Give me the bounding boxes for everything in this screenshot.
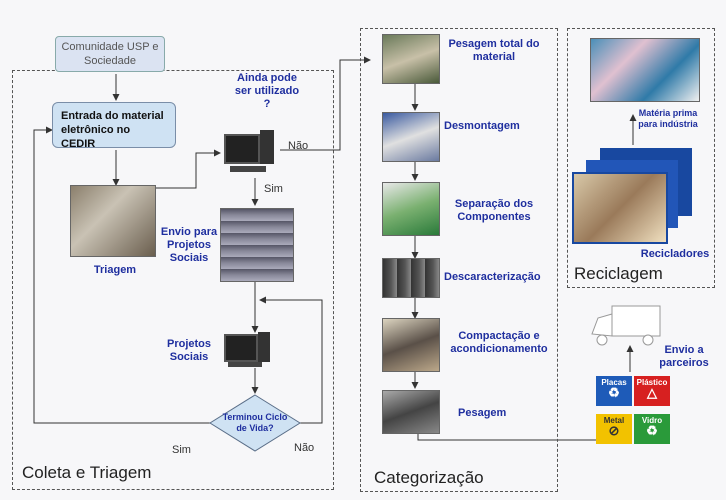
step-desmontagem: Desmontagem (444, 120, 520, 132)
materia-prima-photo (590, 38, 700, 102)
step-pesagem-total: Pesagem total do material (448, 38, 540, 63)
label-nao-top: Não (288, 140, 309, 152)
region-label-categorizacao: Categorização (374, 468, 484, 487)
reciclagem-region (567, 28, 715, 288)
step-pesagem: Pesagem (458, 407, 507, 419)
computer-icon-projects (222, 332, 278, 372)
step-descaracterizacao: Descaracterização (444, 271, 541, 283)
bin-plastico-icon: Plástico△ (634, 376, 670, 406)
recicladores-photo (572, 172, 668, 244)
entry-box: Entrada do material eletrônico no CEDIR (52, 102, 176, 150)
separacao-photo (382, 182, 440, 236)
projetos-sociais-photo (220, 208, 294, 282)
label-nao-loop: Não (294, 442, 315, 454)
bin-metal-icon: Metal⊘ (596, 414, 632, 444)
pesagem-total-photo (382, 34, 440, 84)
envio-projetos-label: Envio para Projetos Sociais (160, 226, 218, 264)
end-of-life-question: Terminou Ciclo de Vida? (222, 412, 288, 433)
materia-prima-label: Matéria prima para indústria (638, 108, 698, 129)
reuse-question: Ainda pode ser utilizado ? (234, 72, 300, 110)
stakeholders-box: Comunidade USP e Sociedade (55, 36, 165, 72)
step-separacao: Separação dos Componentes (454, 198, 534, 223)
pesagem-photo (382, 390, 440, 434)
computer-icon (222, 130, 278, 176)
bin-placas-icon: Placas♻ (596, 376, 632, 406)
label-sim: Sim (264, 183, 283, 195)
categorizacao-region (360, 28, 558, 492)
step-compactacao: Compactação e acondicionamento (450, 330, 548, 355)
compactacao-photo (382, 318, 440, 372)
projetos-sociais-label: Projetos Sociais (166, 338, 211, 363)
desmontagem-photo (382, 112, 440, 162)
envio-parceiros-label: Envio a parceiros (659, 344, 709, 369)
bin-vidro-icon: Vidro♻ (634, 414, 670, 444)
coleta-triagem-region (12, 70, 334, 490)
triagem-photo (70, 185, 156, 257)
region-label-reciclagem: Reciclagem (574, 264, 663, 283)
region-label-coleta: Coleta e Triagem (22, 463, 152, 482)
descaracterizacao-photo (382, 258, 440, 298)
triagem-label: Triagem (93, 264, 137, 276)
label-sim-bottom: Sim (172, 444, 191, 456)
recicladores-label: Recicladores (640, 248, 710, 260)
